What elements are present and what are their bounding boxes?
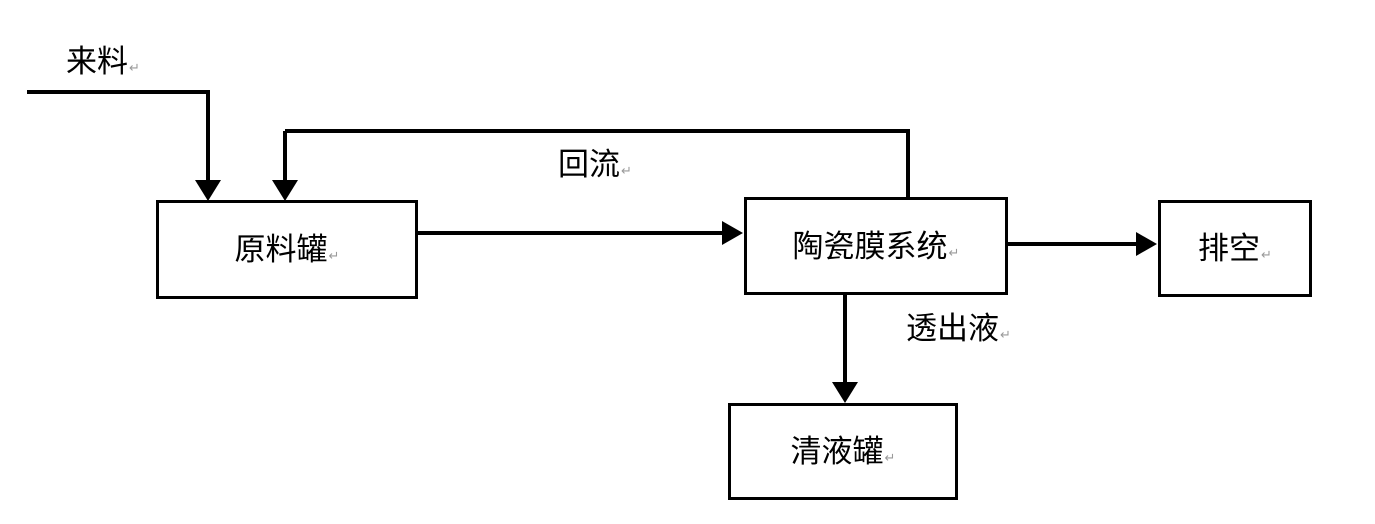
permeate-line [843, 285, 847, 384]
permeate-label: 透出液↵ [906, 313, 1011, 344]
permeate-label-text: 透出液 [906, 311, 999, 346]
pilcrow-mark: ↵ [129, 60, 140, 75]
node-label: 陶瓷膜系统↵ [793, 231, 960, 262]
pilcrow-mark: ↵ [948, 244, 960, 260]
node-label: 清液罐↵ [791, 436, 896, 467]
node-raw-material-tank[interactable]: 原料罐↵ [156, 200, 418, 299]
clear-liquid-tank-label-text: 清液罐 [790, 434, 884, 469]
reflux-horizontal-line [285, 129, 910, 133]
node-clear-liquid-tank[interactable]: 清液罐↵ [728, 403, 958, 500]
node-label: 原料罐↵ [235, 234, 340, 265]
feed-vertical-line [206, 90, 210, 182]
feed-label: 来料↵ [66, 46, 140, 77]
node-drain[interactable]: 排空↵ [1158, 200, 1312, 297]
pilcrow-mark: ↵ [1261, 247, 1272, 262]
membrane-to-drain-arrowhead [1136, 232, 1157, 256]
reflux-label: 回流↵ [558, 149, 632, 180]
reflux-label-text: 回流 [558, 147, 620, 182]
ceramic-membrane-system-label-text: 陶瓷膜系统 [792, 228, 948, 264]
raw-tank-to-membrane-line [418, 231, 724, 235]
feed-horizontal-line [27, 90, 210, 94]
raw-tank-to-membrane-arrowhead [722, 221, 743, 245]
raw-material-tank-label-text: 原料罐 [234, 232, 328, 267]
pilcrow-mark: ↵ [884, 450, 896, 465]
drain-label-text: 排空 [1198, 231, 1261, 266]
reflux-riser-line [906, 131, 910, 217]
node-label: 排空↵ [1198, 233, 1272, 264]
permeate-arrowhead [832, 382, 858, 403]
feed-label-text: 来料 [66, 44, 128, 79]
node-ceramic-membrane-system[interactable]: 陶瓷膜系统↵ [744, 197, 1008, 295]
pilcrow-mark: ↵ [328, 248, 340, 263]
pilcrow-mark: ↵ [621, 163, 632, 178]
feed-arrowhead [195, 180, 221, 201]
pilcrow-mark: ↵ [1000, 327, 1011, 342]
reflux-arrowhead [272, 180, 298, 201]
reflux-downcomer-line [283, 131, 287, 182]
membrane-to-drain-line [1008, 242, 1138, 246]
